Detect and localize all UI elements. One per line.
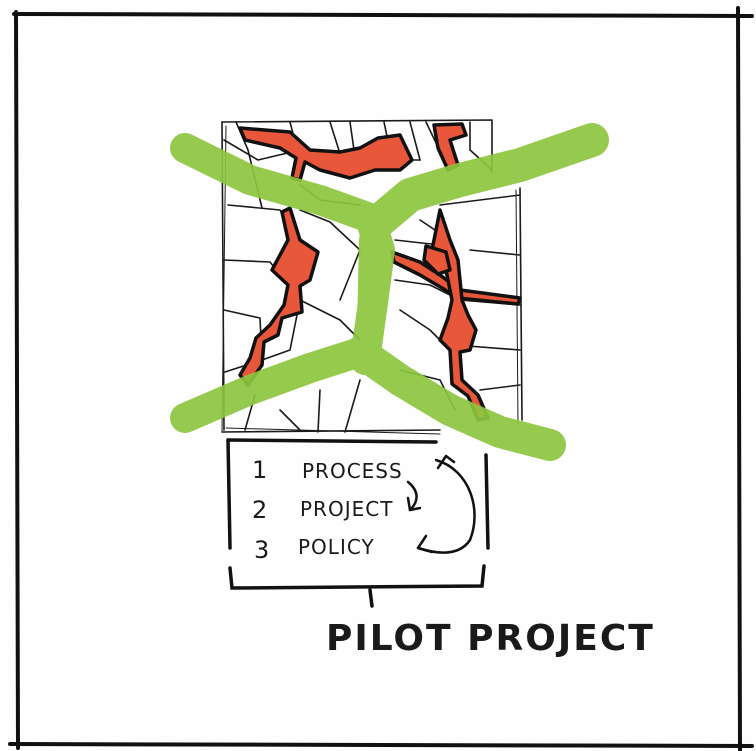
step-2-label: PROJECT — [300, 497, 393, 521]
cycle-arrows — [408, 456, 475, 553]
step-1-number: 1 — [252, 456, 267, 484]
step-3-label: POLICY — [298, 535, 375, 559]
step-3-number: 3 — [254, 536, 269, 564]
steps-list: 1 PROCESS 2 PROJECT 3 POLICY — [252, 456, 403, 564]
pilot-project-caption: PILOT PROJECT — [326, 618, 655, 659]
green-corridors — [185, 140, 592, 445]
step-1-label: PROCESS — [302, 459, 403, 483]
step-2-number: 2 — [252, 496, 267, 524]
